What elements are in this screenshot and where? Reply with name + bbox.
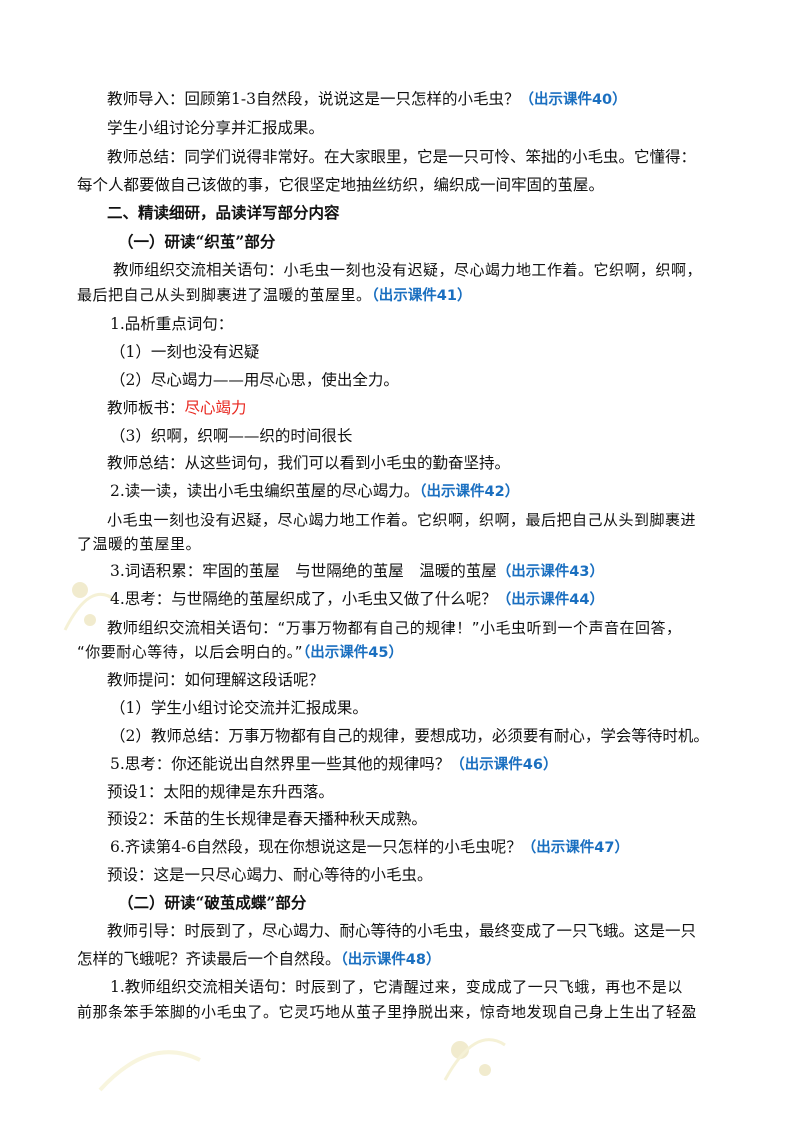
subsection-heading: （二）研读“破茧成蝶”部分 <box>118 893 307 912</box>
text-line: 1.品析重点词句： <box>110 315 234 333</box>
intro-line: 教师导入：回顾第1-3自然段，说说这是一只怎样的小毛虫？（出示课件40） <box>107 90 627 108</box>
text-line: 6.齐读第4-6自然段，现在你想说这是一只怎样的小毛虫呢？（出示课件47） <box>110 838 629 856</box>
text-line: “你要耐心等待，以后会明白的。”（出示课件45） <box>77 643 403 661</box>
text-line: （1）学生小组讨论交流并汇报成果。 <box>110 699 368 717</box>
text-line: （2）尽心竭力——用尽心思，使出全力。 <box>110 371 399 389</box>
text-line: 预设2：禾苗的生长规律是春天播种秋天成熟。 <box>107 810 427 828</box>
text-line: 前那条笨手笨脚的小毛虫了。它灵巧地从茧子里挣脱出来，惊奇地发现自己身上生出了轻盈 <box>77 1003 698 1021</box>
watermark-icon <box>443 1038 506 1081</box>
blackboard-line: 教师板书：尽心竭力 <box>107 399 247 417</box>
text-line: 学生小组讨论分享并汇报成果。 <box>107 119 325 137</box>
text-line: 预设：这是一只尽心竭力、耐心等待的小毛虫。 <box>107 866 433 884</box>
text-line: 3.词语积累：牢固的茧屋 与世隔绝的茧屋 温暖的茧屋（出示课件43） <box>110 562 604 580</box>
text-line: 教师组织交流相关语句：小毛虫一刻也没有迟疑，尽心竭力地工作着。它织啊，织啊， <box>113 261 703 279</box>
watermark-icon <box>98 1050 201 1092</box>
text-line: 教师组织交流相关语句：“万事万物都有自己的规律！”小毛虫听到一个声音在回答， <box>107 619 682 637</box>
text-line: 预设1：太阳的规律是东升西落。 <box>107 783 334 801</box>
subsection-heading: （一）研读“织茧”部分 <box>118 232 276 251</box>
text-line: 教师提问：如何理解这段话呢？ <box>107 671 325 689</box>
text-line: 教师引导：时辰到了，尽心竭力、耐心等待的小毛虫，最终变成了一只飞蛾。这是一只 <box>107 922 697 940</box>
text-line: 教师总结：同学们说得非常好。在大家眼里，它是一只可怜、笨拙的小毛虫。它懂得： <box>107 148 697 166</box>
watermark-icon <box>63 582 116 631</box>
text-line: 小毛虫一刻也没有迟疑，尽心竭力地工作着。它织啊，织啊，最后把自己从头到脚裹进 <box>107 511 697 529</box>
text-line: 最后把自己从头到脚裹进了温暖的茧屋里。（出示课件41） <box>77 286 472 304</box>
text-line: 教师总结：从这些词句，我们可以看到小毛虫的勤奋坚持。 <box>107 454 511 472</box>
text-line: （2）教师总结：万事万物都有自己的规律，要想成功，必须要有耐心，学会等待时机。 <box>110 727 709 745</box>
text-line: 5.思考：你还能说出自然界里一些其他的规律吗？（出示课件46） <box>110 755 558 773</box>
text-line: 1.教师组织交流相关语句：时辰到了，它清醒过来，变成成了一只飞蛾，再也不是以 <box>110 978 683 996</box>
text-line: 4.思考：与世隔绝的茧屋织成了，小毛虫又做了什么呢？（出示课件44） <box>110 590 604 608</box>
text-line: （3）织啊，织啊——织的时间很长 <box>110 427 353 445</box>
text-line: 怎样的飞蛾呢？齐读最后一个自然段。（出示课件48） <box>77 950 441 968</box>
text-line: （1）一刻也没有迟疑 <box>110 343 260 361</box>
section-heading: 二、精读细研，品读详写部分内容 <box>107 203 340 222</box>
text-line: 2.读一读，读出小毛虫编织茧屋的尽心竭力。（出示课件42） <box>110 482 520 500</box>
text-line: 了温暖的茧屋里。 <box>77 535 202 553</box>
text-line: 每个人都要做自己该做的事，它很坚定地抽丝纺织，编织成一间牢固的茧屋。 <box>77 176 605 194</box>
